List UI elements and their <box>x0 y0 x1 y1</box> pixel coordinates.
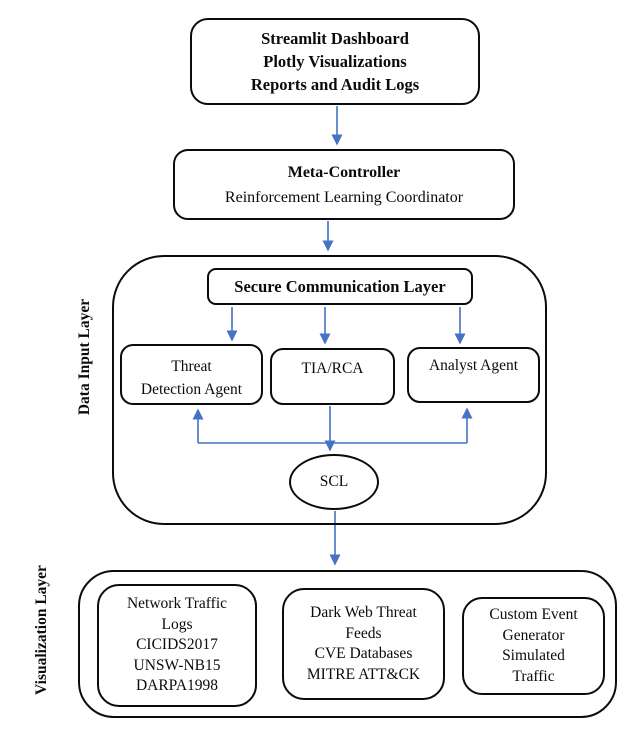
network-box-line: UNSW-NB15 <box>133 656 221 674</box>
custom-box-line: Simulated <box>502 647 565 664</box>
scl-ellipse: SCL <box>289 454 379 510</box>
custom-box-line: Custom Event <box>489 606 578 623</box>
threat-detection-agent-box: Threat Detection Agent <box>120 344 263 405</box>
darkweb-box-line: MITRE ATT&CK <box>306 665 421 683</box>
threat-detection-agent-line: Detection Agent <box>140 381 243 398</box>
secure-communication-layer-label: Secure Communication Layer <box>234 276 446 296</box>
dark-web-threat-feeds-box: Dark Web Threat Feeds CVE Databases MITR… <box>282 588 445 700</box>
data-input-layer-label: Data Input Layer <box>76 298 93 416</box>
meta-controller-title: Meta-Controller <box>287 163 401 181</box>
tia-rca-label: TIA/RCA <box>301 360 364 377</box>
visualization-layer-label: Visualization Layer <box>33 565 50 695</box>
darkweb-box-line: CVE Databases <box>314 645 413 662</box>
custom-event-generator-box: Custom Event Generator Simulated Traffic <box>462 597 605 695</box>
data-input-layer-container <box>112 255 547 525</box>
analyst-agent-box: Analyst Agent <box>407 347 540 403</box>
dashboard-box-line: Reports and Audit Logs <box>250 75 420 94</box>
tia-rca-box: TIA/RCA <box>270 348 395 405</box>
dashboard-box: Streamlit Dashboard Plotly Visualization… <box>190 18 480 105</box>
darkweb-box-line: Dark Web Threat <box>310 604 417 621</box>
darkweb-box-line: Feeds <box>345 624 382 642</box>
dashboard-box-line: Streamlit Dashboard <box>261 29 409 48</box>
meta-controller-subtitle: Reinforcement Learning Coordinator <box>224 188 464 206</box>
network-traffic-logs-box: Network Traffic Logs CICIDS2017 UNSW-NB1… <box>97 584 257 707</box>
network-box-line: CICIDS2017 <box>136 636 218 654</box>
custom-box-line: Generator <box>502 626 565 644</box>
scl-label: SCL <box>319 473 349 490</box>
meta-controller-box: Meta-Controller Reinforcement Learning C… <box>173 149 515 220</box>
secure-communication-layer-box: Secure Communication Layer <box>207 268 473 305</box>
custom-box-line: Traffic <box>512 667 555 685</box>
visualization-layer-container <box>78 570 617 718</box>
network-box-line: DARPA1998 <box>135 677 219 695</box>
threat-detection-agent-line: Threat <box>171 358 212 375</box>
analyst-agent-label: Analyst Agent <box>428 357 519 374</box>
network-box-line: Logs <box>161 615 193 633</box>
network-box-line: Network Traffic <box>126 595 228 613</box>
dashboard-box-line: Plotly Visualizations <box>263 52 407 71</box>
